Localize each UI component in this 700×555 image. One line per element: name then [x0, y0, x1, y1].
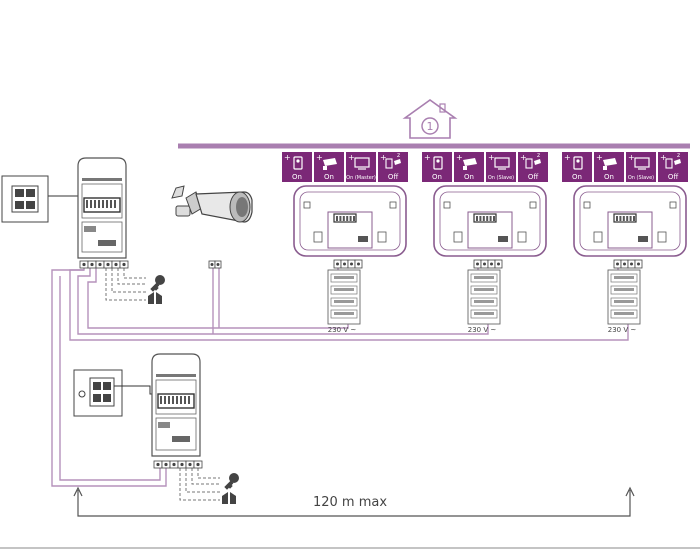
sleep-icon: z — [385, 152, 401, 169]
gate-icon — [148, 292, 162, 304]
plus-sign: + — [456, 153, 463, 162]
svg-text:z: z — [397, 152, 400, 159]
dip-switch-tab: + On — [454, 152, 484, 182]
dip-switch-tab: + On — [314, 152, 344, 182]
tab-label: On — [604, 173, 614, 181]
dip-switch-tab: + On (Master) — [346, 152, 376, 182]
door-station-icon — [293, 156, 303, 170]
tab-label: On (Master) — [346, 175, 376, 181]
svg-text:z: z — [537, 152, 540, 159]
dip-switch-tab: + On (Slave) — [626, 152, 656, 182]
tab-label: On — [432, 173, 442, 181]
voltage-label: 230 V ~ — [328, 326, 357, 334]
plus-sign: + — [424, 153, 431, 162]
key-icon — [150, 275, 165, 292]
house-number-circle — [421, 117, 439, 135]
distance-label: 120 m max — [313, 495, 387, 510]
dip-switch-tab: + On — [422, 152, 452, 182]
plus-sign: + — [284, 153, 291, 162]
camera-icon — [603, 158, 617, 170]
voltage-label: 230 V ~ — [468, 326, 497, 334]
bullet-camera-icon — [171, 185, 253, 269]
plus-sign: + — [380, 153, 387, 162]
voltage-label: 230 V ~ — [608, 326, 637, 334]
gate-icon-2 — [222, 492, 236, 504]
tab-label: On — [292, 173, 302, 181]
tab-label: On (Slave) — [488, 175, 514, 181]
tab-label: Off — [668, 173, 679, 181]
lock-wires-1 — [105, 268, 146, 301]
camera-icon — [463, 158, 477, 170]
sleep-icon: z — [525, 152, 541, 169]
svg-text:z: z — [677, 152, 680, 159]
plus-sign: + — [564, 153, 571, 162]
house-number: 1 — [427, 120, 434, 133]
house-group: 1 — [178, 99, 690, 149]
tab-label: On (Slave) — [628, 175, 654, 181]
plus-sign: + — [660, 153, 667, 162]
monitor-icon — [494, 157, 510, 170]
plus-sign: + — [596, 153, 603, 162]
tab-label: Off — [388, 173, 399, 181]
terminal-block-1 — [79, 260, 129, 269]
tab-label: On — [572, 173, 582, 181]
house-icon — [402, 99, 458, 139]
monitor-icon — [634, 157, 650, 170]
dip-switch-tab: + On — [562, 152, 592, 182]
dip-switch-tab: + On — [282, 152, 312, 182]
dip-switch-tab: + On — [594, 152, 624, 182]
sleep-icon: z — [665, 152, 681, 169]
plus-sign: + — [316, 153, 323, 162]
tab-label: On — [324, 173, 334, 181]
outdoor-station-1 — [1, 157, 165, 304]
key-icon-2 — [224, 473, 239, 490]
distance-dimension — [73, 486, 635, 517]
monitor-icon — [354, 157, 370, 170]
tab-label: Off — [528, 173, 539, 181]
plus-sign: + — [488, 153, 495, 162]
door-station-icon — [573, 156, 583, 170]
plus-sign: + — [628, 153, 635, 162]
plus-sign: + — [348, 153, 355, 162]
dip-switch-tab: + On (Slave) — [486, 152, 516, 182]
lock-wires-2 — [179, 468, 220, 501]
terminal-block-2 — [153, 460, 203, 469]
tab-label: On — [464, 173, 474, 181]
camera-icon — [323, 158, 337, 170]
door-station-icon — [433, 156, 443, 170]
outdoor-station-2 — [73, 353, 239, 504]
wires — [48, 195, 629, 487]
plus-sign: + — [520, 153, 527, 162]
